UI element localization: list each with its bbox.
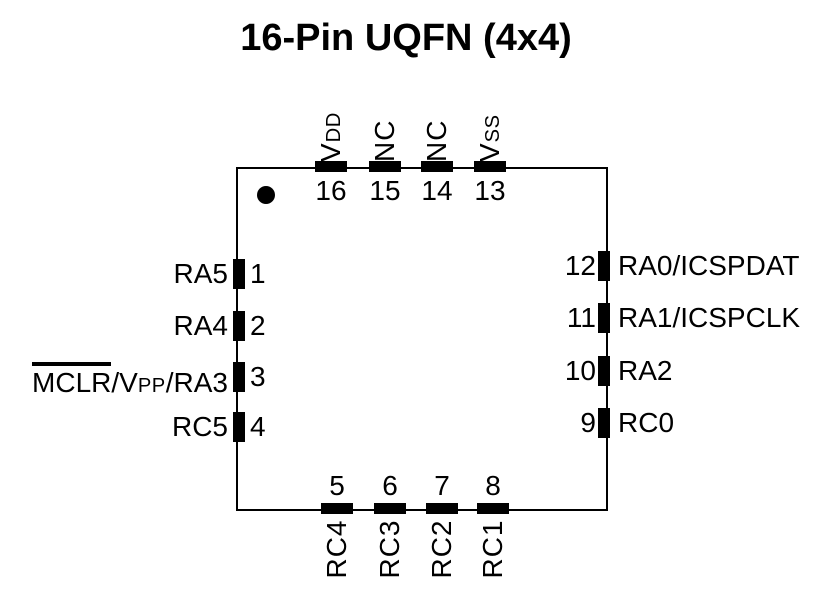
pin-2-label: RA4 bbox=[173, 310, 228, 341]
pin-11-pad bbox=[598, 303, 610, 333]
pin-3-label-subscript: PP bbox=[137, 375, 166, 397]
pin-16-number: 16 bbox=[315, 175, 347, 206]
diagram-title: 16-Pin UQFN (4x4) bbox=[240, 17, 572, 59]
pin-10-pad bbox=[598, 356, 610, 386]
pin-6-label: RC3 bbox=[374, 519, 405, 579]
pin-14-number: 14 bbox=[421, 175, 453, 206]
pin-1-label: RA5 bbox=[173, 258, 228, 289]
pin-7-label: RC2 bbox=[426, 519, 457, 579]
pin-15-label-base: NC bbox=[369, 119, 400, 162]
pin-1-pad bbox=[233, 259, 245, 289]
pin-15-label: NC bbox=[369, 102, 400, 162]
pin-2-number: 2 bbox=[250, 310, 266, 341]
pin-16-label: VDD bbox=[315, 102, 346, 162]
pin-10-label: RA2 bbox=[618, 355, 673, 386]
pin-14-label: NC bbox=[421, 102, 452, 162]
pin-5-label: RC4 bbox=[321, 519, 352, 579]
pin-13-number: 13 bbox=[474, 175, 506, 206]
pin-12-label: RA0/ICSPDAT bbox=[618, 250, 800, 281]
pin-8-pad bbox=[477, 503, 509, 514]
pin-11-label: RA1/ICSPCLK bbox=[618, 302, 801, 333]
pin-8-number: 8 bbox=[485, 470, 501, 501]
pin-3-number: 3 bbox=[250, 361, 266, 392]
pin-8-label: RC1 bbox=[477, 519, 508, 579]
pin-10-number: 10 bbox=[564, 355, 596, 386]
pin-3-pad bbox=[233, 362, 245, 392]
pin-4-label: RC5 bbox=[171, 411, 228, 442]
pin-7-pad bbox=[426, 503, 458, 514]
pin-16-label-base: V bbox=[315, 142, 346, 162]
pin-2-pad bbox=[233, 311, 245, 341]
pin-3-label-tail: /RA3 bbox=[165, 367, 228, 398]
pin-1-number: 1 bbox=[250, 258, 266, 289]
pin-6-pad bbox=[374, 503, 406, 514]
pin-13-label-base: V bbox=[474, 142, 505, 162]
pin-13-label-subscript: SS bbox=[482, 114, 504, 143]
pin-6-number: 6 bbox=[382, 470, 398, 501]
pin-4-number: 4 bbox=[250, 411, 266, 442]
pin-4-pad bbox=[233, 412, 245, 442]
pin-16-label-subscript: DD bbox=[323, 112, 345, 143]
pin-9-label: RC0 bbox=[618, 407, 675, 438]
pin-3-label-mclr-overlined: MCLR bbox=[32, 362, 112, 397]
pin-15-pad bbox=[369, 161, 401, 172]
pin1-indicator-dot bbox=[257, 186, 275, 204]
pin-5-number: 5 bbox=[329, 470, 345, 501]
pin-3-label: MCLR/VPP/RA3 bbox=[0, 362, 228, 401]
pin-9-pad bbox=[598, 408, 610, 438]
pin-16-pad bbox=[315, 161, 347, 172]
pin-12-number: 12 bbox=[564, 250, 596, 281]
package-outline bbox=[236, 167, 608, 511]
pin-7-number: 7 bbox=[434, 470, 450, 501]
pin-15-number: 15 bbox=[369, 175, 401, 206]
pin-3-label-mid: /V bbox=[111, 367, 138, 398]
pin-13-label: VSS bbox=[474, 102, 505, 162]
pin-11-number: 11 bbox=[566, 302, 596, 333]
pin-14-label-base: NC bbox=[421, 119, 452, 162]
pin-5-pad bbox=[321, 503, 353, 514]
pin-12-pad bbox=[598, 251, 610, 281]
pin-14-pad bbox=[421, 161, 453, 172]
pin-9-number: 9 bbox=[580, 407, 596, 438]
pin-13-pad bbox=[474, 161, 506, 172]
